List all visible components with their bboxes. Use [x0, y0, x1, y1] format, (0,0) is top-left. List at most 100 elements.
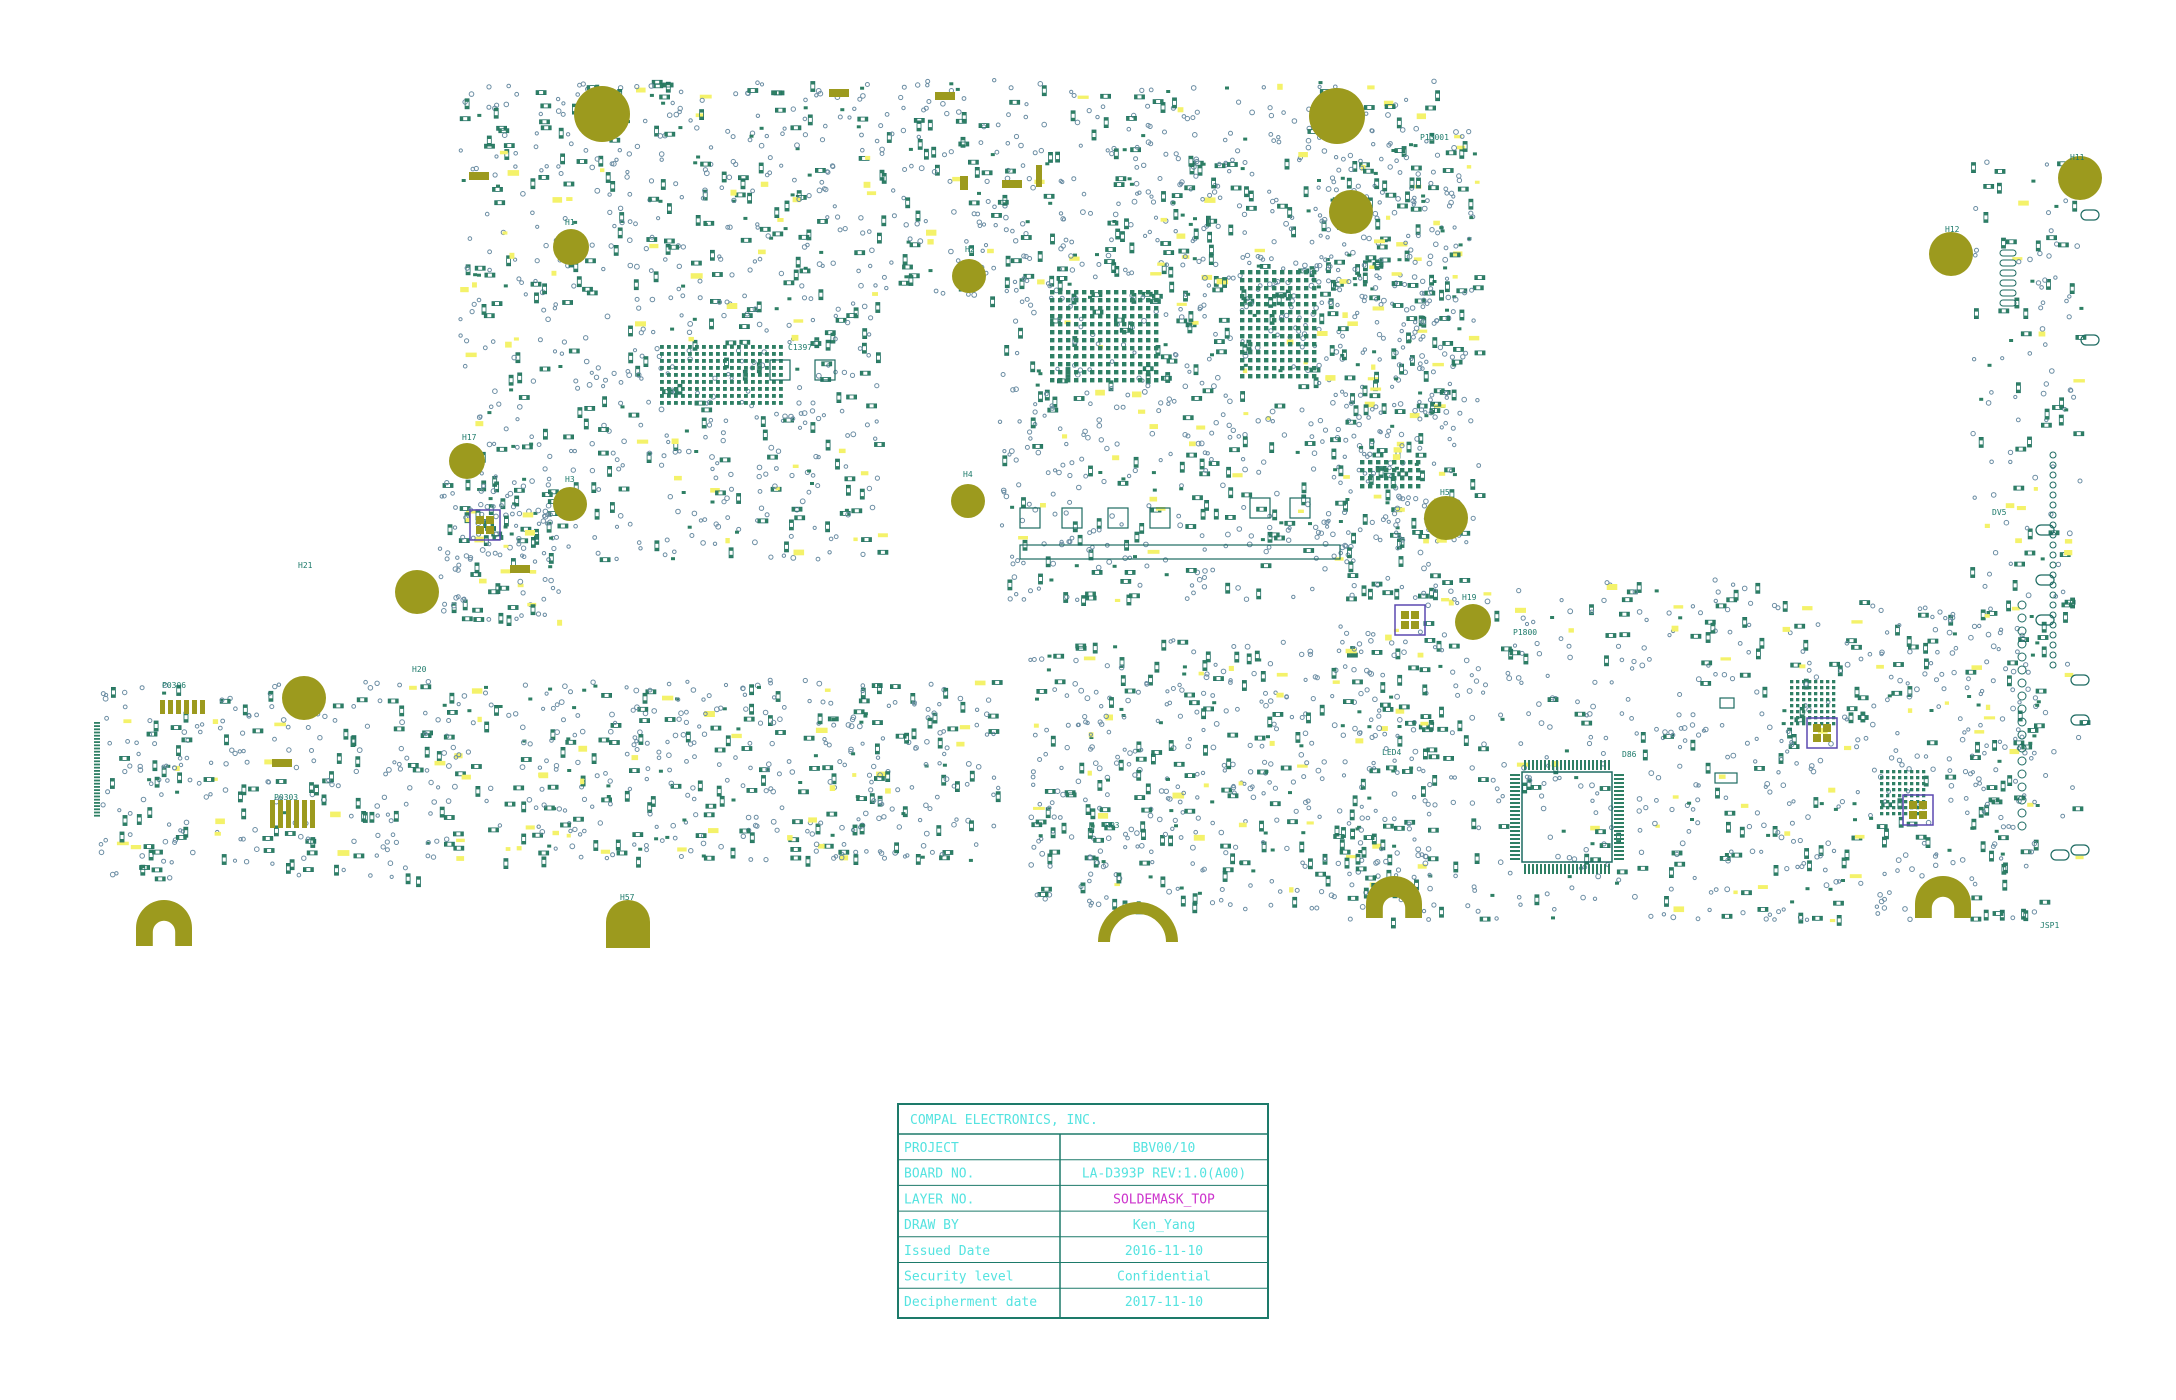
via [955, 258, 961, 263]
smd-pad [692, 317, 697, 321]
via [774, 411, 779, 417]
marker-pad [566, 197, 573, 201]
passive-component [1113, 148, 1119, 160]
passive-component [1224, 327, 1230, 339]
via [1197, 306, 1203, 312]
via [553, 767, 559, 772]
via [1682, 738, 1688, 743]
marker-pad [1355, 738, 1364, 744]
via [1410, 727, 1417, 733]
smd-pad [710, 500, 715, 504]
smd-pad [1201, 162, 1206, 166]
smd-pad [844, 508, 849, 512]
via [759, 362, 766, 369]
passive-component [1394, 409, 1406, 415]
smd-pad [1122, 148, 1127, 152]
via [487, 267, 492, 273]
via [770, 788, 777, 795]
smd-pad [1345, 498, 1350, 501]
via [252, 827, 258, 833]
via [1909, 866, 1915, 872]
via [1031, 309, 1037, 316]
via [1997, 630, 2003, 636]
via [1020, 221, 1026, 227]
via [1133, 156, 1139, 162]
via [590, 804, 595, 809]
via [964, 781, 970, 787]
via [583, 148, 589, 153]
via [1730, 582, 1736, 587]
passive-component [405, 873, 411, 885]
via [767, 677, 773, 683]
via [816, 680, 823, 687]
marker-pad [876, 771, 887, 778]
passive-component [136, 814, 142, 825]
via [486, 104, 492, 110]
passive-component [1030, 361, 1036, 373]
passive-component [576, 276, 582, 288]
via [677, 105, 683, 112]
passive-component [1052, 396, 1058, 408]
via [1377, 200, 1382, 205]
via [2042, 709, 2049, 716]
via [1236, 526, 1243, 532]
via [1041, 121, 1047, 128]
component-scatter [98, 78, 2091, 929]
passive-component [1187, 322, 1193, 334]
via [481, 483, 486, 489]
passive-component [738, 175, 749, 181]
via [782, 413, 788, 420]
via [1362, 471, 1368, 476]
via [1593, 810, 1599, 816]
via [1315, 767, 1322, 774]
via [1632, 589, 1638, 595]
marker-pad [1718, 774, 1726, 779]
passive-component [1844, 849, 1850, 861]
via [541, 307, 547, 313]
via [1166, 396, 1173, 402]
smd-pad [1997, 759, 2002, 763]
via [1122, 555, 1128, 562]
marker-pad [1339, 279, 1349, 284]
via [1319, 255, 1324, 260]
refdes-h20: H20 [412, 665, 427, 674]
passive-component [491, 301, 503, 307]
passive-component [1129, 242, 1135, 254]
passive-component [2000, 780, 2006, 792]
via [1959, 736, 1966, 743]
via [1707, 907, 1712, 913]
via [1236, 99, 1242, 105]
via [911, 700, 917, 706]
via [1189, 583, 1195, 588]
via [925, 78, 931, 84]
via [1227, 169, 1232, 174]
via [1907, 649, 1913, 655]
via [1359, 857, 1365, 863]
passive-component [1846, 706, 1858, 712]
via [1978, 722, 1983, 728]
passive-component [407, 763, 419, 768]
via [1267, 661, 1274, 667]
via [1394, 158, 1399, 163]
via [1534, 640, 1540, 647]
via [847, 115, 852, 120]
via [322, 713, 328, 720]
refdes-p1800: P1800 [1513, 628, 1537, 637]
via [125, 739, 130, 744]
marker-pad [1817, 727, 1828, 734]
via [1263, 548, 1269, 555]
via [1875, 911, 1881, 916]
passive-component [664, 238, 675, 244]
passive-component [703, 812, 715, 818]
passive-component [619, 212, 625, 223]
passive-component [2013, 485, 2025, 491]
via [1775, 829, 1781, 835]
smd-pad [1590, 842, 1595, 846]
marker-pad [674, 475, 682, 481]
via [456, 752, 462, 758]
via [1228, 678, 1233, 683]
via [127, 763, 133, 769]
via [833, 313, 838, 319]
marker-pad [1189, 441, 1196, 447]
via [721, 499, 727, 505]
